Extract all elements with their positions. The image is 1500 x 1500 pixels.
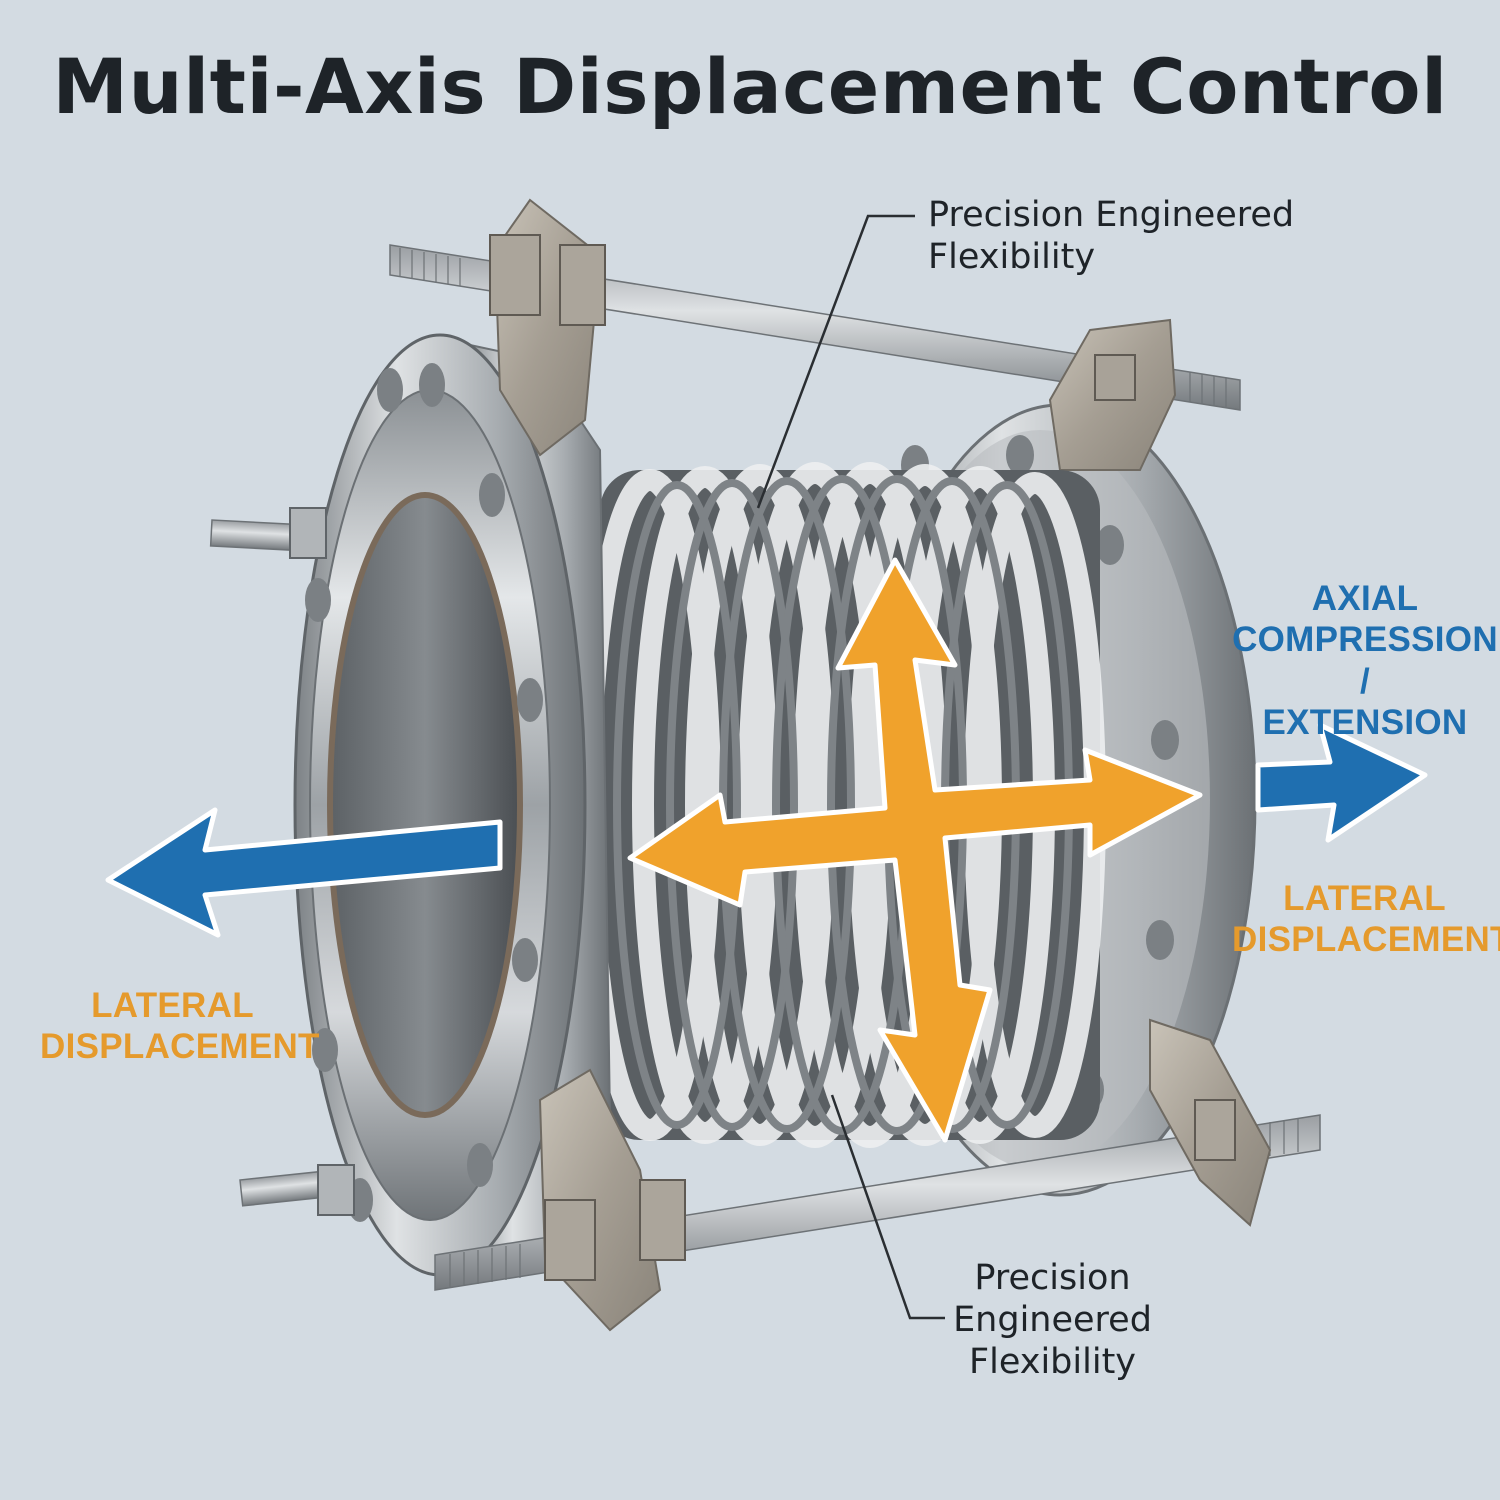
lateral-cross-arrow	[627, 557, 1203, 1143]
lateral-label-left: LATERAL DISPLACEMENT	[40, 985, 320, 1068]
axial-label: AXIAL COMPRESSION / EXTENSION	[1230, 578, 1500, 743]
callout-leader-top	[756, 214, 915, 509]
callout-top-line-1: Precision Engineered	[928, 195, 1295, 235]
callout-bottom: Precision Engineered Flexibility	[940, 1257, 1165, 1383]
axial-arrow-left	[105, 807, 503, 938]
axial-arrow-right	[1255, 722, 1428, 843]
callout-top: Precision Engineered Flexibility	[928, 194, 1294, 278]
lateral-right-line-2: DISPLACEMENT	[1232, 920, 1500, 960]
bottom-left-bracket	[538, 1068, 686, 1332]
lateral-left-line-1: LATERAL	[91, 986, 254, 1025]
callout-bottom-line-3: Flexibility	[968, 1342, 1137, 1382]
left-studs	[209, 507, 355, 1216]
axial-label-line-3: EXTENSION	[1262, 702, 1468, 742]
callout-bottom-line-2: Engineered	[953, 1300, 1152, 1340]
page-title: Multi-Axis Displacement Control	[52, 42, 1448, 131]
callout-leader-bottom	[830, 1094, 945, 1320]
axial-label-line-1: AXIAL	[1311, 579, 1419, 618]
top-right-bracket	[1048, 318, 1177, 471]
lateral-right-line-1: LATERAL	[1283, 879, 1446, 918]
left-flange	[293, 333, 612, 1277]
axial-label-line-2: COMPRESSION /	[1232, 620, 1498, 701]
callout-top-line-2: Flexibility	[928, 237, 1096, 277]
lateral-label-right: LATERAL DISPLACEMENT	[1232, 878, 1500, 961]
callout-bottom-line-1: Precision	[974, 1258, 1131, 1298]
lateral-left-line-2: DISPLACEMENT	[40, 1027, 320, 1067]
bottom-right-bracket	[1149, 1018, 1272, 1227]
top-left-bracket	[489, 198, 606, 457]
